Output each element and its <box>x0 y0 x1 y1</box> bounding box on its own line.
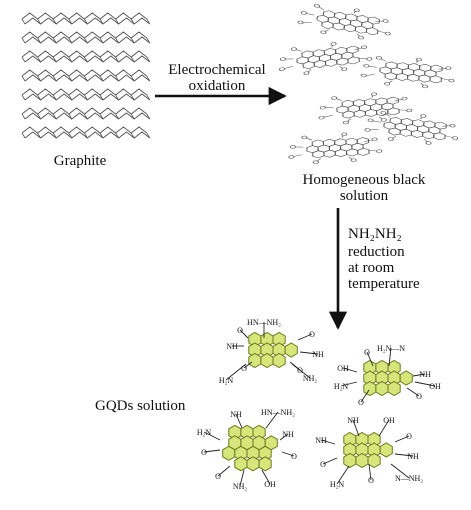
graphene-oxide-sheet <box>318 92 413 125</box>
graphite-label: Graphite <box>53 153 107 169</box>
reduction-label-line2: at room <box>348 260 395 276</box>
functional-group-label: O <box>320 460 326 469</box>
functional-group-label: NH <box>230 410 242 419</box>
functional-group-label: OH <box>337 364 349 373</box>
functional-group-label: O <box>237 326 243 335</box>
functional-group-label: O <box>291 452 297 461</box>
functional-group-label: O <box>215 472 221 481</box>
graphite-layer <box>21 126 151 139</box>
graphite-layer <box>21 69 151 82</box>
reduction-label-line3: temperature <box>348 276 420 292</box>
functional-group-label: NH₂ <box>233 482 248 491</box>
gqd-molecule: H₂N—N OH H₂N O NH O OH O <box>334 344 441 407</box>
functional-group-label: H₂N <box>334 382 349 391</box>
functional-group-label: H₂N <box>197 428 212 437</box>
functional-group-label: HN—NH₂ <box>247 318 281 327</box>
gqd-molecule: HN—NH₂ONHONH₂NHOH₂NO <box>219 318 324 385</box>
functional-group-label: H₂N—N <box>377 344 405 353</box>
graphene-oxide-sheet <box>288 132 383 164</box>
functional-group-label: HN—NH₂ <box>261 408 295 417</box>
gqds-label: GQDs solution <box>95 398 186 414</box>
functional-group-label: O <box>201 448 207 457</box>
gqd-molecule: NH OH NH O O NH N—NH₂ H₂N O <box>315 416 423 489</box>
functional-group-label: NH <box>226 342 238 351</box>
graphite-stack <box>21 12 151 139</box>
reduction-label-line1: reduction <box>348 244 405 260</box>
functional-group-label: NH₂ <box>303 374 318 383</box>
graphite-layer <box>21 50 151 63</box>
solution-label-line2: solution <box>339 188 389 204</box>
graphite-layer <box>21 107 151 120</box>
oxidation-label-line1: Electrochemical <box>168 62 266 78</box>
functional-group-label: O <box>358 398 364 407</box>
functional-group-label: NH <box>347 416 359 425</box>
functional-group-label: O <box>416 392 422 401</box>
gqd-molecule: HN—NH₂ NH H₂N O NH O NH₂ O OH <box>197 408 297 491</box>
graphene-oxide-sheet <box>364 111 459 145</box>
functional-group-label: OH <box>429 382 441 391</box>
functional-group-label: O <box>309 330 315 339</box>
functional-group-label: H₂N <box>330 480 345 489</box>
reduction-formula: NH₂NH₂ <box>348 226 402 242</box>
functional-group-label: NH <box>315 436 327 445</box>
graphite-layer <box>21 31 151 44</box>
functional-group-label: O <box>364 348 370 357</box>
functional-group-label: N—NH₂ <box>395 474 423 483</box>
functional-group-label: OH <box>383 416 395 425</box>
functional-group-label: O <box>406 432 412 441</box>
graphite-layer <box>21 12 151 25</box>
functional-group-label: NH <box>407 452 419 461</box>
functional-group-label: NH <box>312 350 324 359</box>
oxidation-label-line2: oxidation <box>188 78 246 94</box>
graphene-oxide-sheets <box>278 4 459 164</box>
solution-label-line1: Homogeneous black <box>302 172 426 188</box>
functional-group-label: O <box>241 364 247 373</box>
functional-group-label: NH <box>282 430 294 439</box>
functional-group-label: OH <box>264 480 276 489</box>
graphene-oxide-sheet <box>297 4 391 40</box>
graphite-layer <box>21 88 151 101</box>
functional-group-label: NH <box>419 370 431 379</box>
functional-group-label: O <box>368 476 374 485</box>
graphene-oxide-sheet <box>278 42 373 75</box>
graphene-oxide-sheet <box>360 56 455 89</box>
functional-group-label: H₂N <box>219 376 234 385</box>
gqd-molecules: HN—NH₂ONHONH₂NHOH₂NOH₂N—NOHH₂NONHOOHOHN—… <box>197 318 441 491</box>
